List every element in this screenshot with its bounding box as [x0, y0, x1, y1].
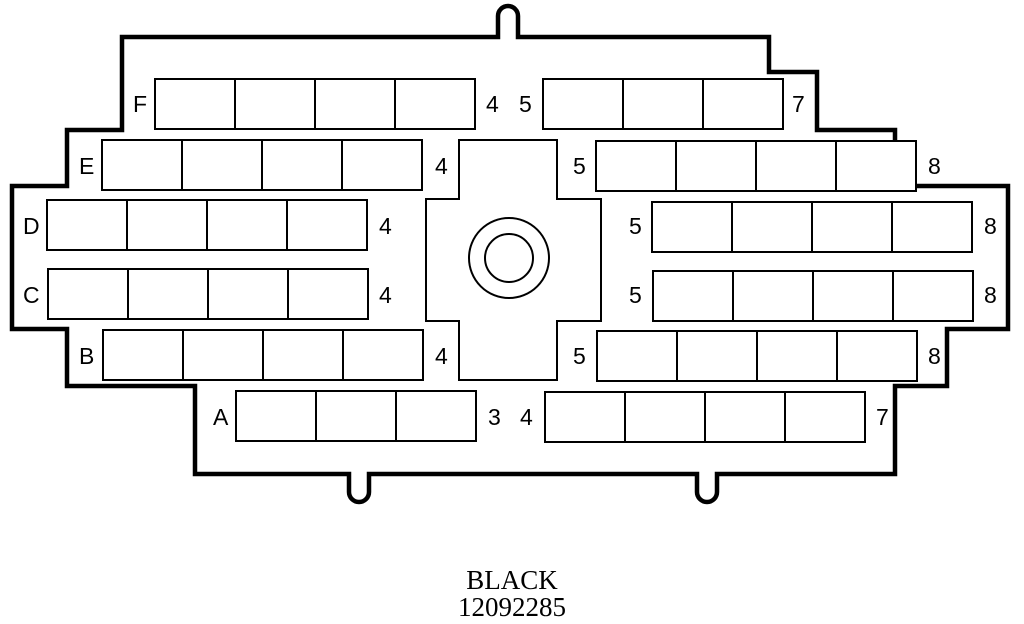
cavity-c7 [812, 270, 894, 322]
row-b-right-cavities [596, 330, 918, 382]
cavity-a6 [704, 391, 786, 443]
row-d-left-cavities [46, 199, 368, 251]
row-f-left-cavities [154, 78, 476, 130]
row-a-right-start-number: 4 [520, 404, 533, 430]
connector-color-label: BLACK [466, 565, 558, 595]
row-e-left-cavities [101, 139, 423, 191]
row-e-right-end-number: 8 [928, 153, 941, 179]
cavity-b3 [262, 329, 344, 381]
cavity-d6 [731, 201, 813, 253]
row-c-right-start-number: 5 [629, 282, 642, 308]
cavity-a1 [235, 390, 317, 442]
cavity-c3 [207, 268, 289, 320]
row-c-right-cavities [652, 270, 974, 322]
row-d-left-end-number: 4 [379, 213, 392, 239]
cavity-b2 [182, 329, 264, 381]
cavity-d1 [46, 199, 128, 251]
row-a-letter: A [213, 404, 229, 430]
cavity-c6 [732, 270, 814, 322]
cavity-f7 [702, 78, 784, 130]
cavity-f3 [314, 78, 396, 130]
cavity-d2 [126, 199, 208, 251]
row-e-right-start-number: 5 [573, 153, 586, 179]
cavity-d8 [891, 201, 973, 253]
row-d-right-start-number: 5 [629, 213, 642, 239]
cavity-e4 [341, 139, 423, 191]
cavity-e5 [595, 140, 677, 192]
cavity-a3 [395, 390, 477, 442]
cavity-b8 [836, 330, 918, 382]
row-b-right-end-number: 8 [928, 343, 941, 369]
row-c-right-end-number: 8 [984, 282, 997, 308]
cavity-f2 [234, 78, 316, 130]
cavity-b5 [596, 330, 678, 382]
cavity-f6 [622, 78, 704, 130]
cavity-e2 [181, 139, 263, 191]
row-b-left-cavities [102, 329, 424, 381]
row-f-letter: F [133, 91, 147, 117]
row-e-right-cavities [595, 140, 917, 192]
cavity-e7 [755, 140, 837, 192]
cavity-e8 [835, 140, 917, 192]
row-a-left-cavities [235, 390, 477, 442]
cavity-e6 [675, 140, 757, 192]
cavity-a4 [544, 391, 626, 443]
center-boss-inner-ring [484, 233, 534, 283]
cavity-b7 [756, 330, 838, 382]
row-e-left-end-number: 4 [435, 153, 448, 179]
cavity-c2 [127, 268, 209, 320]
row-c-letter: C [23, 282, 40, 308]
cavity-f1 [154, 78, 236, 130]
cavity-c1 [47, 268, 129, 320]
cavity-a2 [315, 390, 397, 442]
row-b-right-start-number: 5 [573, 343, 586, 369]
row-c-left-cavities [47, 268, 369, 320]
row-f-right-end-number: 7 [792, 91, 805, 117]
row-d-right-end-number: 8 [984, 213, 997, 239]
cavity-a5 [624, 391, 706, 443]
cavity-b4 [342, 329, 424, 381]
connector-part-number: 12092285 [458, 592, 566, 622]
cavity-d5 [651, 201, 733, 253]
cavity-d7 [811, 201, 893, 253]
cavity-f4 [394, 78, 476, 130]
cavity-c8 [892, 270, 974, 322]
row-a-right-cavities [544, 391, 866, 443]
cavity-b1 [102, 329, 184, 381]
cavity-e3 [261, 139, 343, 191]
row-e-letter: E [79, 153, 94, 179]
row-d-right-cavities [651, 201, 973, 253]
row-f-left-end-number: 4 [486, 91, 499, 117]
cavity-f5 [542, 78, 624, 130]
row-b-left-end-number: 4 [435, 343, 448, 369]
row-d-letter: D [23, 213, 40, 239]
row-c-left-end-number: 4 [379, 282, 392, 308]
cavity-a7 [784, 391, 866, 443]
row-f-right-cavities [542, 78, 784, 130]
row-b-letter: B [79, 343, 94, 369]
cavity-c4 [287, 268, 369, 320]
cavity-b6 [676, 330, 758, 382]
row-f-right-start-number: 5 [519, 91, 532, 117]
row-a-left-end-number: 3 [488, 404, 501, 430]
cavity-d4 [286, 199, 368, 251]
cavity-d3 [206, 199, 288, 251]
cavity-c5 [652, 270, 734, 322]
row-a-right-end-number: 7 [876, 404, 889, 430]
cavity-e1 [101, 139, 183, 191]
